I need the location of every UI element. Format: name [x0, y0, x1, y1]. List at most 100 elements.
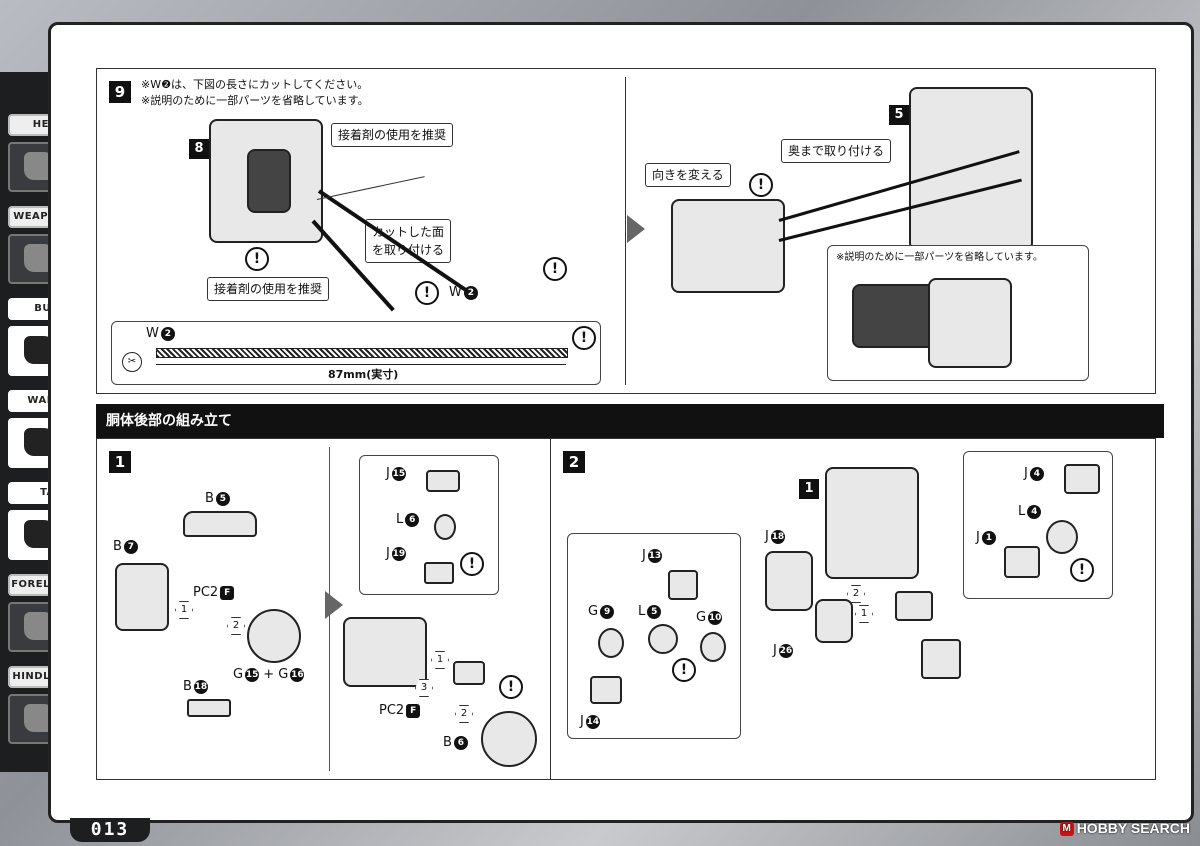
- caution-icon: !: [245, 247, 269, 271]
- rod-w2-right: [317, 189, 478, 299]
- order-marker-2: 2: [227, 617, 245, 635]
- plus-sign: +: [263, 667, 275, 682]
- part-b6-drawing: [481, 711, 537, 767]
- part-g9-drawing: [598, 628, 624, 658]
- part-b5-drawing: [183, 511, 257, 537]
- hobby-search-logo-icon: M: [1059, 822, 1074, 837]
- caution-icon: !: [672, 658, 696, 682]
- dimension-line: [156, 364, 566, 365]
- part-letter: G: [696, 610, 707, 625]
- callout-glue-top: 接着剤の使用を推奨: [331, 123, 454, 147]
- part-j14-drawing: [590, 676, 622, 704]
- order-marker-1: 1: [855, 605, 873, 623]
- order-marker-1: 1: [431, 651, 449, 669]
- next-arrow-icon: [627, 215, 645, 243]
- part-number-badge: 5: [647, 604, 662, 619]
- part-number-badge: 7: [123, 539, 138, 554]
- part-j19-drawing: [424, 562, 454, 584]
- part-b7-drawing: [115, 563, 169, 631]
- part-b7-assembly-drawing: [343, 617, 427, 687]
- part-g15-g16-drawing: [247, 609, 301, 663]
- note-cut: ※W❷は、下図の長さにカットしてください。: [141, 78, 369, 91]
- part-number-badge: 18: [193, 679, 208, 694]
- part-number-badge: F: [220, 585, 235, 600]
- caution-icon: !: [572, 326, 596, 350]
- step-9-panel: 9 ※W❷は、下図の長さにカットしてください。 ※説明のために一部パーツを省略し…: [96, 68, 1156, 394]
- part-number-badge: F: [406, 703, 421, 718]
- part-number-badge: 15: [245, 667, 260, 682]
- callout-turn: 向きを変える: [645, 163, 731, 187]
- inset-drawing: [928, 278, 1012, 368]
- subassembly-drawing: [895, 591, 933, 621]
- subassembly-drawing: [453, 661, 485, 685]
- section-title: 胴体後部の組み立て: [96, 404, 1164, 438]
- part-number-badge: 19: [391, 546, 406, 561]
- part-number-badge: 2: [160, 326, 175, 341]
- part-letter: J: [976, 530, 980, 545]
- part-number-badge: 16: [290, 667, 305, 682]
- part-number-badge: 6: [405, 512, 420, 527]
- watermark-text: HOBBY SEARCH: [1076, 820, 1190, 836]
- part-number-badge: 2: [463, 285, 478, 300]
- part-j1-drawing: [1004, 546, 1040, 578]
- page-number: 013: [70, 818, 150, 842]
- assembly-5-drawing: [909, 87, 1033, 251]
- part-letter: L: [638, 604, 646, 619]
- order-marker-3: 3: [415, 679, 433, 697]
- callout-glue-bottom: 接着剤の使用を推奨: [207, 277, 330, 301]
- caution-icon: !: [499, 675, 523, 699]
- part-j15-drawing: [426, 470, 460, 492]
- part-letter: J: [642, 548, 646, 563]
- part-l6-drawing: [434, 514, 456, 540]
- note-omit: ※説明のために一部パーツを省略しています。: [141, 94, 369, 107]
- part-letter: B: [113, 539, 122, 554]
- part-number-badge: 26: [778, 643, 793, 658]
- part-number-badge: 6: [453, 735, 468, 750]
- part-j26-drawing: [815, 599, 853, 643]
- part-l4-drawing: [1046, 520, 1078, 554]
- rod-actual-size: [156, 348, 568, 358]
- callout-cut-face: カットした面 を取り付ける: [365, 219, 452, 263]
- measure-text: 87mm(実寸): [328, 368, 399, 381]
- part-number-badge: 14: [585, 714, 600, 729]
- part-badge-5: 5: [889, 105, 909, 125]
- part-letter: L: [1018, 504, 1026, 519]
- part-l5-drawing: [648, 624, 678, 654]
- part-letter: B: [183, 679, 192, 694]
- part-letter: G: [588, 604, 599, 619]
- part-number-badge: 10: [708, 610, 723, 625]
- part-letter: B: [443, 735, 452, 750]
- part-number-badge: 5: [215, 491, 230, 506]
- part-number-badge: 1: [981, 530, 996, 545]
- part-letter: G: [278, 667, 289, 682]
- part-letter: J: [580, 714, 584, 729]
- part-letter: J: [765, 529, 769, 544]
- panel-divider: [625, 77, 626, 385]
- step-number: 9: [109, 81, 131, 103]
- callout-insert: 奥まで取り付ける: [781, 139, 892, 163]
- assembly-8-detail: [247, 149, 291, 213]
- part-badge-8: 8: [189, 139, 209, 159]
- part-letter: W: [146, 326, 159, 341]
- part-letter: L: [396, 512, 404, 527]
- order-marker-1: 1: [175, 601, 193, 619]
